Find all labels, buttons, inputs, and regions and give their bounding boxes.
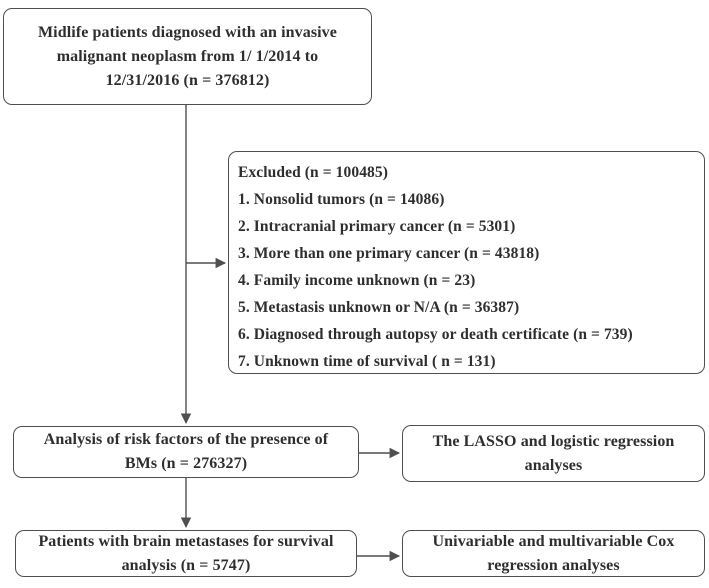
node-text-line: analyses — [524, 456, 583, 474]
node-text-line: 12/31/2016 (n = 376812) — [105, 71, 270, 89]
node-text-line: Midlife patients diagnosed with an invas… — [37, 23, 337, 41]
excluded-item-7: 7. Unknown time of survival ( n = 131) — [238, 353, 496, 370]
node-text-line: Analysis of risk factors of the presence… — [43, 431, 329, 448]
excluded-item-1: 1. Nonsolid tumors (n = 14086) — [238, 191, 445, 208]
node-text-line: regression analyses — [487, 556, 620, 574]
flowchart-node-cox-regression: Univariable and multivariable Cox regres… — [402, 530, 705, 577]
node-text-line: Univariable and multivariable Cox — [432, 532, 675, 550]
flowchart-node-lasso-logistic: The LASSO and logistic regression analys… — [402, 425, 705, 482]
flowchart-node-initial-cohort: Midlife patients diagnosed with an invas… — [3, 8, 372, 105]
excluded-header: Excluded (n = 100485) — [238, 164, 389, 181]
node-text-line: malignant neoplasm from 1/ 1/2014 to — [56, 47, 319, 65]
excluded-item-2: 2. Intracranial primary cancer (n = 5301… — [238, 218, 516, 235]
flowchart-node-excluded: Excluded (n = 100485) 1. Nonsolid tumors… — [228, 151, 705, 374]
node-text-line: BMs (n = 276327) — [124, 455, 248, 472]
excluded-item-6: 6. Diagnosed through autopsy or death ce… — [238, 326, 633, 343]
flowchart-node-risk-factor-analysis: Analysis of risk factors of the presence… — [13, 426, 359, 478]
excluded-item-4: 4. Family income unknown (n = 23) — [238, 272, 476, 289]
node-text-line: The LASSO and logistic regression — [432, 432, 675, 450]
flowchart-node-survival-cohort: Patients with brain metastases for survi… — [15, 530, 357, 577]
excluded-item-5: 5. Metastasis unknown or N/A (n = 36387) — [238, 299, 520, 316]
node-text-line: analysis (n = 5747) — [121, 556, 251, 574]
node-text-line: Patients with brain metastases for survi… — [38, 532, 334, 550]
excluded-item-3: 3. More than one primary cancer (n = 438… — [238, 245, 540, 262]
